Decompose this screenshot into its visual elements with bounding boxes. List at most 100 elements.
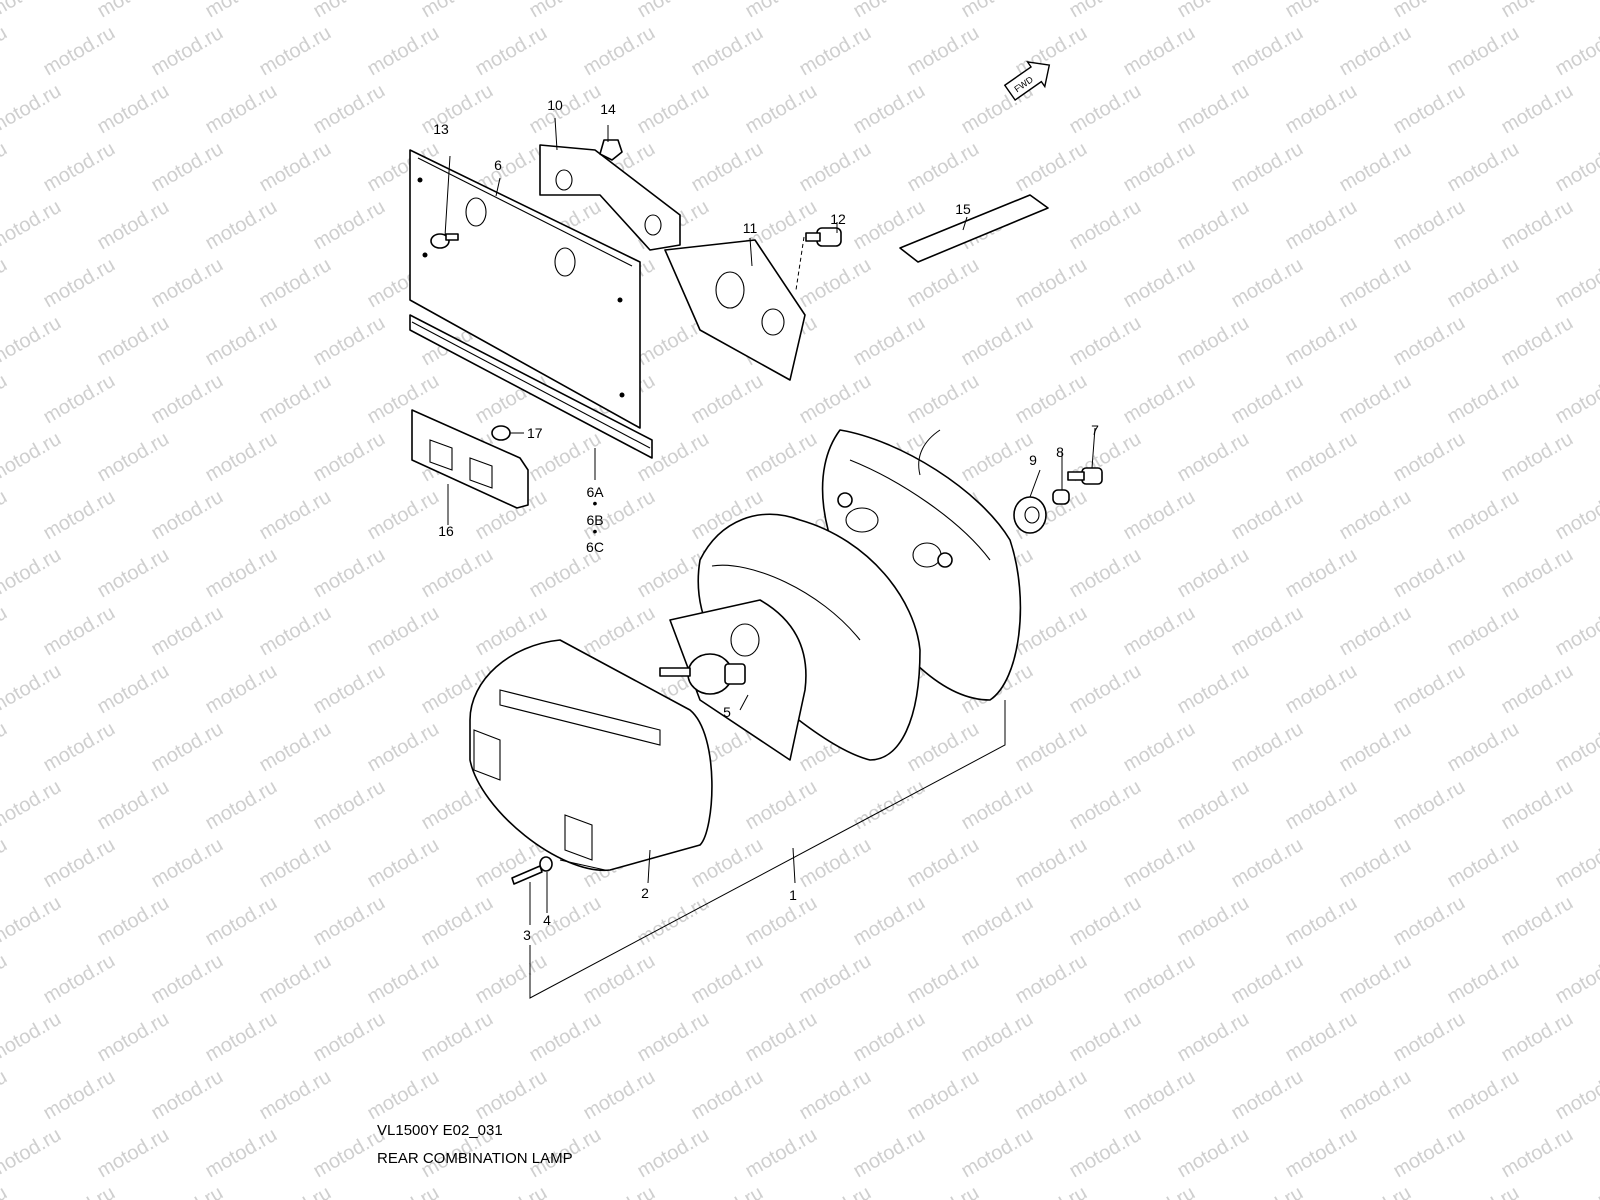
watermark-text: motod.ru: [202, 196, 281, 255]
adhesive-tape: [899, 194, 1049, 263]
watermark-text: motod.ru: [1012, 1066, 1091, 1125]
watermark-text: motod.ru: [796, 834, 875, 893]
watermark-text: motod.ru: [850, 776, 929, 835]
watermark-text: motod.ru: [1498, 196, 1577, 255]
plate-seal-strip: [409, 314, 653, 459]
callout-11: 11: [743, 220, 758, 236]
watermark-text: motod.ru: [1282, 1124, 1361, 1183]
watermark-text: motod.ru: [364, 1182, 443, 1200]
callout-dot-2: •: [593, 523, 598, 539]
watermark-text: motod.ru: [688, 950, 767, 1009]
watermark-text: motod.ru: [40, 486, 119, 545]
watermark-text: motod.ru: [0, 0, 65, 22]
watermark-text: motod.ru: [580, 1182, 659, 1200]
watermark-text: motod.ru: [1552, 22, 1600, 81]
watermark-text: motod.ru: [310, 428, 389, 487]
watermark-text: motod.ru: [742, 1008, 821, 1067]
watermark-text: motod.ru: [1012, 834, 1091, 893]
watermark-text: motod.ru: [0, 1124, 65, 1183]
watermark-text: motod.ru: [1012, 602, 1091, 661]
callout-10: 10: [547, 97, 563, 113]
watermark-text: motod.ru: [1120, 254, 1199, 313]
watermark-text: motod.ru: [148, 138, 227, 197]
watermark-text: motod.ru: [1336, 718, 1415, 777]
watermark-text: motod.ru: [94, 1008, 173, 1067]
watermark-text: motod.ru: [1120, 602, 1199, 661]
watermark-text: motod.ru: [310, 892, 389, 951]
watermark-text: motod.ru: [1120, 950, 1199, 1009]
watermark-text: motod.ru: [742, 892, 821, 951]
callout-14: 14: [600, 101, 616, 117]
watermark-text: motod.ru: [958, 892, 1037, 951]
watermark-text: motod.ru: [0, 22, 11, 81]
watermark-text: motod.ru: [850, 0, 929, 22]
watermark-text: motod.ru: [94, 80, 173, 139]
callout-6b: 6B: [586, 512, 603, 528]
watermark-text: motod.ru: [742, 80, 821, 139]
watermark-text: motod.ru: [850, 1008, 929, 1067]
watermark-text: motod.ru: [40, 370, 119, 429]
watermark-text: motod.ru: [850, 312, 929, 371]
watermark-text: motod.ru: [1336, 1182, 1415, 1200]
watermark-text: motod.ru: [904, 718, 983, 777]
screw-7: [1067, 467, 1103, 485]
watermark-text: motod.ru: [1336, 950, 1415, 1009]
watermark-text: motod.ru: [1390, 776, 1469, 835]
watermark-text: motod.ru: [1228, 22, 1307, 81]
watermark-text: motod.ru: [526, 80, 605, 139]
watermark-text: motod.ru: [1174, 428, 1253, 487]
watermark-text: motod.ru: [796, 254, 875, 313]
watermark-text: motod.ru: [1498, 544, 1577, 603]
callout-2: 2: [641, 885, 649, 901]
watermark-text: motod.ru: [202, 80, 281, 139]
watermark-text: motod.ru: [364, 834, 443, 893]
watermark-text: motod.ru: [40, 602, 119, 661]
watermark-text: motod.ru: [1336, 22, 1415, 81]
watermark-text: motod.ru: [1498, 0, 1577, 22]
watermark-text: motod.ru: [904, 1182, 983, 1200]
watermark-text: motod.ru: [310, 312, 389, 371]
watermark-text: motod.ru: [1444, 602, 1523, 661]
watermark-text: motod.ru: [1498, 892, 1577, 951]
watermark-text: motod.ru: [1282, 0, 1361, 22]
watermark-text: motod.ru: [1336, 254, 1415, 313]
watermark-text: motod.ru: [1444, 370, 1523, 429]
watermark-text: motod.ru: [688, 138, 767, 197]
watermark-text: motod.ru: [256, 370, 335, 429]
watermark-text: motod.ru: [364, 22, 443, 81]
watermark-text: motod.ru: [1282, 660, 1361, 719]
watermark-text: motod.ru: [1552, 950, 1600, 1009]
watermark-text: motod.ru: [40, 1182, 119, 1200]
watermark-text: motod.ru: [202, 776, 281, 835]
watermark-text: motod.ru: [1228, 950, 1307, 1009]
callout-6c: 6C: [586, 539, 604, 555]
watermark-text: motod.ru: [0, 370, 11, 429]
watermark-text: motod.ru: [1444, 950, 1523, 1009]
watermark-text: motod.ru: [94, 544, 173, 603]
watermark-text: motod.ru: [94, 0, 173, 22]
callout-6: 6: [494, 157, 502, 173]
watermark-text: motod.ru: [1012, 138, 1091, 197]
watermark-text: motod.ru: [1120, 138, 1199, 197]
watermark-text: motod.ru: [40, 22, 119, 81]
callout-dot-1: •: [593, 495, 598, 511]
watermark-text: motod.ru: [1390, 1008, 1469, 1067]
watermark-text: motod.ru: [418, 544, 497, 603]
watermark-text: motod.ru: [850, 892, 929, 951]
watermark-text: motod.ru: [1444, 834, 1523, 893]
watermark-text: motod.ru: [1282, 80, 1361, 139]
watermark-text: motod.ru: [256, 950, 335, 1009]
watermark-text: motod.ru: [580, 22, 659, 81]
watermark-text: motod.ru: [202, 312, 281, 371]
watermark-text: motod.ru: [1228, 1182, 1307, 1200]
screw-13: [430, 233, 459, 249]
watermark-text: motod.ru: [364, 486, 443, 545]
watermark-text: motod.ru: [202, 544, 281, 603]
nut-14: [599, 139, 623, 161]
watermark-text: motod.ru: [1498, 80, 1577, 139]
watermark-text: motod.ru: [1012, 1182, 1091, 1200]
watermark-text: motod.ru: [904, 254, 983, 313]
watermark-text: motod.ru: [0, 718, 11, 777]
watermark-text: motod.ru: [1120, 1182, 1199, 1200]
callout-6a: 6A: [586, 484, 604, 500]
